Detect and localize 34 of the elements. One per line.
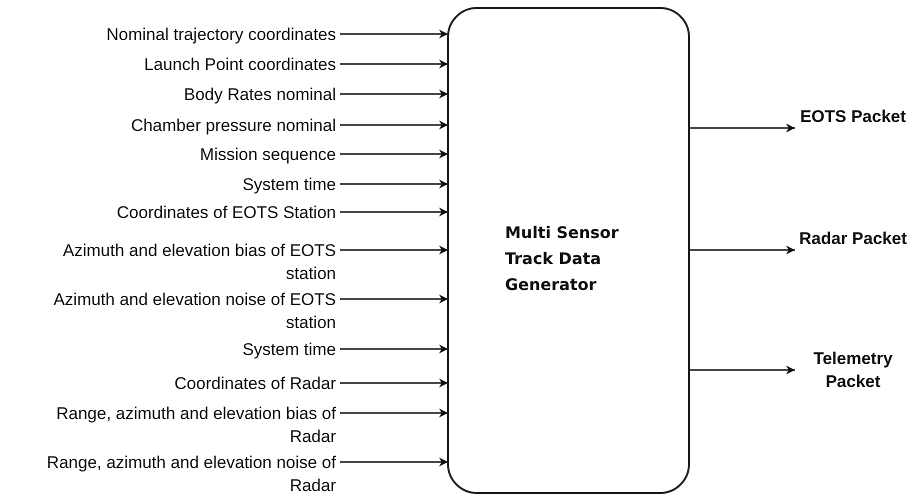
arrow bbox=[689, 124, 795, 132]
arrow bbox=[340, 30, 448, 38]
arrow bbox=[340, 408, 448, 418]
input-label: Azimuth and elevation noise of EOTS station bbox=[6, 288, 336, 334]
process-title: Multi Sensor Track Data Generator bbox=[505, 222, 620, 296]
input-label: Mission sequence bbox=[6, 142, 336, 166]
arrow bbox=[689, 246, 795, 254]
arrow bbox=[340, 458, 448, 466]
output-label: EOTS Packet bbox=[793, 105, 913, 128]
arrow bbox=[340, 180, 448, 188]
process-box bbox=[447, 7, 690, 494]
input-label: System time bbox=[6, 172, 336, 196]
arrow bbox=[689, 366, 795, 374]
input-label: Coordinates of EOTS Station bbox=[6, 200, 336, 224]
arrow bbox=[340, 294, 448, 304]
arrow bbox=[340, 90, 448, 98]
arrow bbox=[340, 378, 448, 388]
input-label: Azimuth and elevation bias of EOTS station bbox=[16, 238, 336, 284]
input-label: Launch Point coordinates bbox=[6, 52, 336, 76]
arrow bbox=[340, 246, 448, 254]
arrow bbox=[340, 150, 448, 158]
arrow bbox=[340, 208, 448, 216]
input-label: System time bbox=[6, 338, 336, 360]
input-label: Range, azimuth and elevation noise of Radar bbox=[36, 450, 336, 496]
arrow bbox=[340, 344, 448, 354]
input-label: Range, azimuth and elevation bias of Radar bbox=[36, 402, 336, 448]
input-label: Nominal trajectory coordinates bbox=[6, 22, 336, 46]
output-label: Radar Packet bbox=[793, 227, 913, 250]
output-label: Telemetry Packet bbox=[793, 347, 913, 393]
arrow bbox=[340, 120, 448, 130]
input-label: Chamber pressure nominal bbox=[6, 114, 336, 136]
arrow bbox=[340, 60, 448, 68]
input-label: Coordinates of Radar bbox=[6, 372, 336, 394]
input-label: Body Rates nominal bbox=[6, 82, 336, 106]
